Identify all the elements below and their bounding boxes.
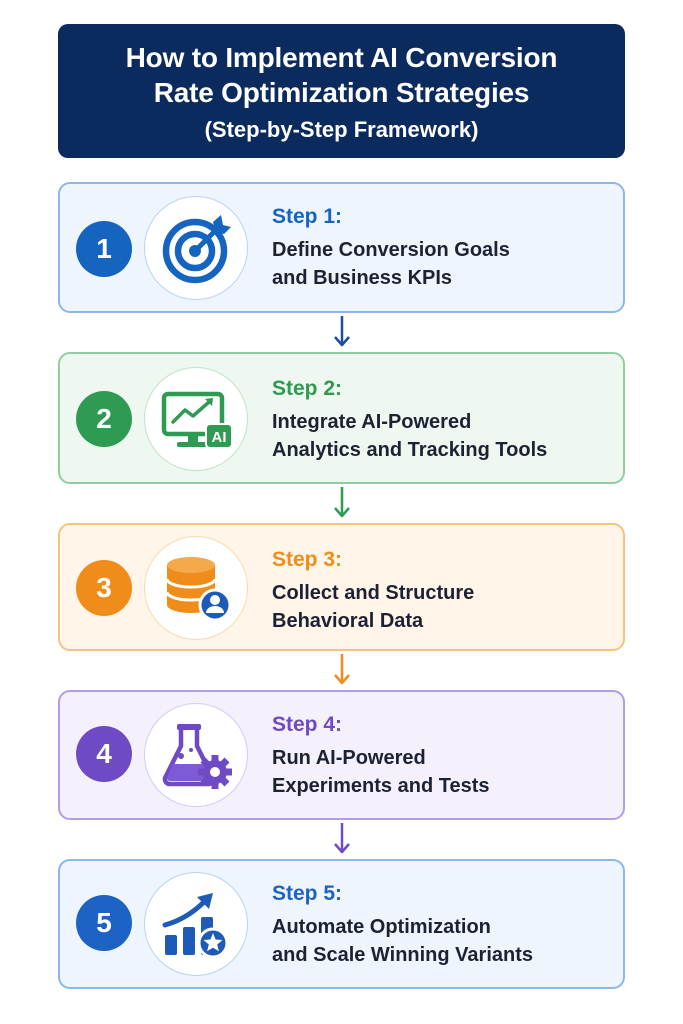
step-label: Step 5: bbox=[272, 882, 343, 905]
svg-text:AI: AI bbox=[212, 429, 227, 446]
target-icon bbox=[162, 215, 231, 284]
arrow-down-icon bbox=[334, 316, 350, 347]
ai-monitor-icon: AI bbox=[161, 391, 233, 449]
step-label: Step 3: bbox=[272, 548, 343, 571]
step-card-3: 3 Step 3: Collect and Structure Behavior… bbox=[58, 523, 625, 651]
step-description-line-2: and Business KPIs bbox=[272, 267, 453, 289]
step-description: Integrate AI-Powered Analytics and Track… bbox=[272, 408, 547, 464]
step-card-5: 5 Step 5: Automate Optimization and Scal… bbox=[58, 859, 625, 989]
icon-circle bbox=[144, 536, 248, 640]
step-card-1: 1 Step 1: Define Conversion Goals and Bu… bbox=[58, 182, 625, 313]
arrow-down-icon bbox=[334, 823, 350, 854]
title-line-2: Rate Optimization Strategies bbox=[153, 77, 530, 108]
growth-chart-star-icon bbox=[162, 893, 229, 959]
title-line-1: How to Implement AI Conversion bbox=[125, 42, 558, 73]
icon-circle bbox=[144, 872, 248, 976]
step-label: Step 4: bbox=[272, 713, 343, 736]
subtitle: (Step-by-Step Framework) bbox=[204, 117, 479, 142]
step-card-4: 4 Step 4: bbox=[58, 690, 625, 820]
step-description-line-2: Behavioral Data bbox=[272, 610, 424, 632]
arrow-down-icon bbox=[334, 654, 350, 685]
title-banner: How to Implement AI Conversion Rate Opti… bbox=[58, 24, 625, 158]
step-description-line-1: Run AI-Powered bbox=[272, 747, 426, 769]
step-description-line-2: Experiments and Tests bbox=[272, 775, 490, 797]
step-number-badge: 1 bbox=[76, 221, 132, 277]
step-description: Define Conversion Goals and Business KPI… bbox=[272, 236, 510, 292]
step-number-badge: 3 bbox=[76, 560, 132, 616]
icon-circle: AI bbox=[144, 367, 248, 471]
step-description-line-1: Define Conversion Goals bbox=[272, 239, 510, 261]
icon-circle bbox=[144, 196, 248, 300]
flask-gear-icon bbox=[162, 724, 232, 789]
step-description: Run AI-Powered Experiments and Tests bbox=[272, 744, 489, 800]
step-number-badge: 2 bbox=[76, 391, 132, 447]
step-label: Step 2: bbox=[272, 377, 343, 400]
step-description: Automate Optimization and Scale Winning … bbox=[272, 913, 533, 969]
step-description-line-1: Integrate AI-Powered bbox=[272, 411, 472, 433]
step-label: Step 1: bbox=[272, 205, 343, 228]
step-description-line-1: Collect and Structure bbox=[272, 582, 475, 604]
step-description-line-2: Analytics and Tracking Tools bbox=[272, 439, 548, 461]
step-description: Collect and Structure Behavioral Data bbox=[272, 579, 474, 635]
step-number-badge: 5 bbox=[76, 895, 132, 951]
icon-circle bbox=[144, 703, 248, 807]
step-number-badge: 4 bbox=[76, 726, 132, 782]
arrow-down-icon bbox=[334, 487, 350, 518]
step-card-2: 2 AI Step 2: Integrate AI-Powered Analyt… bbox=[58, 352, 625, 484]
step-description-line-2: and Scale Winning Variants bbox=[272, 944, 533, 966]
database-user-icon bbox=[165, 557, 232, 622]
step-description-line-1: Automate Optimization bbox=[272, 916, 491, 938]
